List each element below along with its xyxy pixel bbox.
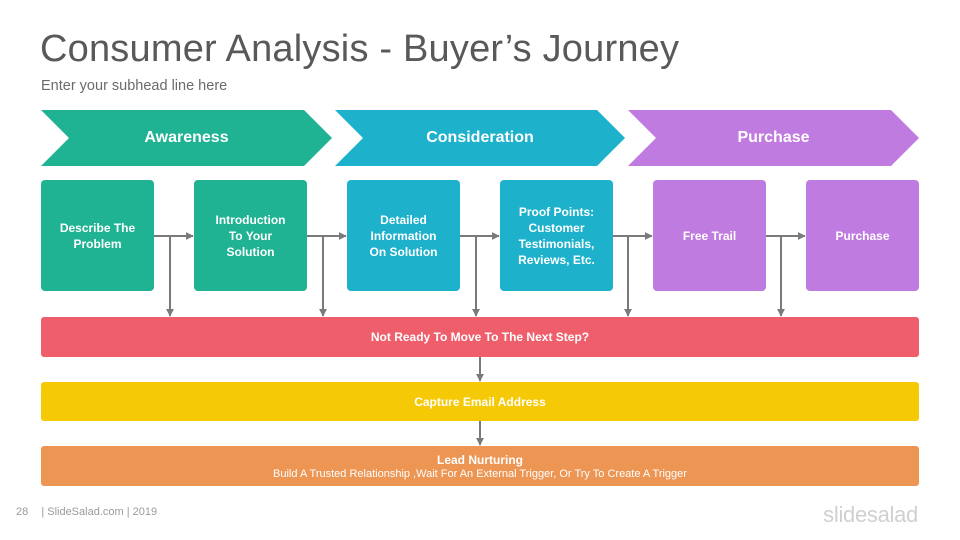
- step-introduction-to-your-solution: Introduction To Your Solution: [194, 180, 307, 291]
- stage-label: Awareness: [144, 129, 229, 146]
- step-purchase: Purchase: [806, 180, 919, 291]
- step-label: Introduction To Your Solution: [215, 212, 286, 259]
- stage-purchase: Purchase: [628, 110, 919, 166]
- stage-label: Consideration: [426, 129, 534, 146]
- lead-nurturing-bar: Lead Nurturing Build A Trusted Relations…: [41, 446, 919, 486]
- brand-logo: slidesalad: [823, 502, 918, 527]
- step-label: Detailed Information On Solution: [369, 212, 438, 259]
- step-label: Free Trail: [682, 228, 737, 243]
- step-free-trail: Free Trail: [653, 180, 766, 291]
- step-detailed-information: Detailed Information On Solution: [347, 180, 460, 291]
- page-number: 28: [16, 506, 29, 518]
- step-proof-points: Proof Points: Customer Testimonials, Rev…: [500, 180, 613, 291]
- step-describe-the-problem: Describe The Problem: [41, 180, 154, 291]
- step-label: Purchase: [835, 228, 890, 243]
- stage-consideration: Consideration: [335, 110, 625, 166]
- lead-nurturing-label: Lead Nurturing: [437, 452, 523, 467]
- stage-label: Purchase: [737, 129, 810, 146]
- stage-awareness: Awareness: [41, 110, 332, 166]
- not-ready-label: Not Ready To Move To The Next Step?: [370, 330, 590, 344]
- capture-email-label: Capture Email Address: [414, 394, 546, 409]
- lead-nurturing-sublabel: Build A Trusted Relationship ,Wait For A…: [273, 467, 687, 480]
- page-subtitle: Enter your subhead line here: [41, 78, 228, 94]
- capture-email-bar: Capture Email Address: [41, 382, 919, 421]
- footer-credit: | SlideSalad.com | 2019: [41, 506, 158, 518]
- footer: 28 | SlideSalad.com | 2019: [16, 506, 157, 518]
- not-ready-bar: Not Ready To Move To The Next Step?: [41, 317, 919, 357]
- page-title: Consumer Analysis - Buyer’s Journey: [40, 28, 680, 70]
- step-label: Describe The Problem: [59, 220, 136, 251]
- step-label: Proof Points: Customer Testimonials, Rev…: [518, 204, 595, 267]
